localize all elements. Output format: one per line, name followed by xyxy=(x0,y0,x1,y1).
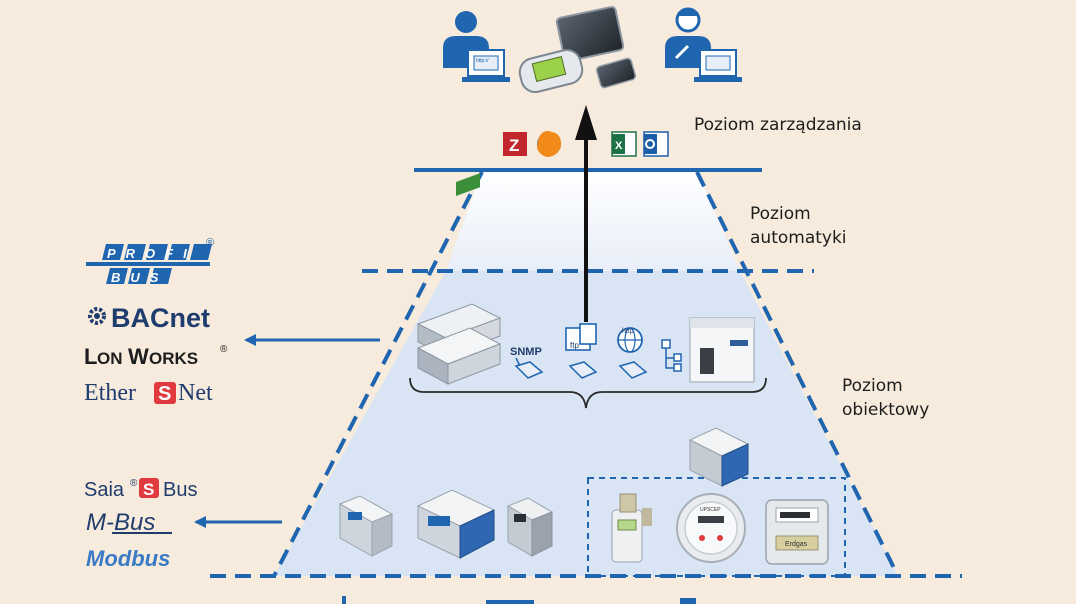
filezilla-icon: Z xyxy=(503,132,527,156)
din-meter-large-icon xyxy=(416,489,496,559)
bottom-partial-icons xyxy=(342,596,696,604)
field-level-label-2: obiektowy xyxy=(842,400,929,420)
modbus-logo: Modbus xyxy=(86,546,170,571)
excel-icon: X xyxy=(611,131,637,157)
left-slope-line xyxy=(272,171,484,577)
lonworks-logo: L ON W ORKS ® xyxy=(84,344,228,369)
profibus-logo: PROFI BUS ® xyxy=(86,237,214,285)
network-tree-icon xyxy=(661,339,682,372)
profibus-reg-mark: ® xyxy=(206,237,214,249)
ethersnet-post: Net xyxy=(178,380,213,406)
heat-meter-icon: UPSCEP xyxy=(676,493,746,563)
automation-level-label-2: automatyki xyxy=(750,228,847,248)
pcd-controller-lower-icon xyxy=(416,173,502,385)
automation-level-label-1: Poziom xyxy=(750,204,811,224)
http-service: http xyxy=(617,327,648,379)
svg-text:Z: Z xyxy=(509,136,519,155)
tablet-icon xyxy=(555,5,625,63)
ftp-service: ftp xyxy=(565,323,598,379)
ethersnet-logo: Ether S Net xyxy=(84,380,213,406)
lonworks-w: W xyxy=(128,344,149,369)
svg-text:X: X xyxy=(615,140,623,152)
field-level-label-1: Poziom xyxy=(842,376,903,396)
din-meter-medium-icon xyxy=(506,497,554,557)
modbus-text: Modbus xyxy=(86,546,170,571)
globe-icon xyxy=(617,327,643,353)
mbus-text: M-Bus xyxy=(86,509,155,536)
browser-url-text: http:// xyxy=(476,58,489,64)
snmp-service: SNMP xyxy=(510,346,544,379)
pcd-module-icon xyxy=(688,427,750,487)
right-slope-line xyxy=(695,171,900,577)
user-with-laptop-icon: http:// xyxy=(443,11,510,82)
meters-group-box xyxy=(587,477,846,577)
lonworks-orks: ORKS xyxy=(149,349,198,368)
management-level-label: Poziom zarządzania xyxy=(694,115,862,135)
saia-post: Bus xyxy=(163,479,197,501)
profibus-top-text: PROFI xyxy=(107,246,197,261)
io-module-rack-icon xyxy=(689,317,755,383)
gas-meter-brand: Erdgas xyxy=(785,541,808,548)
smartphone-icon xyxy=(595,57,637,89)
folder-icon xyxy=(565,323,597,351)
radiator-thermostat-icon xyxy=(611,493,652,563)
mbus-logo: M-Bus xyxy=(86,509,172,536)
upward-arrow-head xyxy=(575,105,597,140)
controllers-brace xyxy=(409,377,767,409)
gas-meter-icon: Erdgas xyxy=(765,499,829,565)
bacnet-text: BACnet xyxy=(111,303,210,333)
saia-s: S xyxy=(143,480,154,499)
snmp-label: SNMP xyxy=(510,346,542,358)
ethersnet-s: S xyxy=(158,383,171,405)
ftp-label: ftp xyxy=(570,341,579,350)
heat-meter-brand: UPSCEP xyxy=(700,507,721,513)
ftp-hand-icon xyxy=(568,361,598,379)
saia-reg-mark: ® xyxy=(130,478,138,489)
lonworks-on: ON xyxy=(97,349,123,368)
outlook-icon xyxy=(643,131,669,157)
lonworks-l: L xyxy=(84,344,97,369)
lonworks-reg-mark: ® xyxy=(220,344,228,355)
profibus-bottom-text: BUS xyxy=(111,270,168,285)
snmp-hand-icon xyxy=(514,357,544,379)
bacnet-gear-icon xyxy=(88,307,106,325)
firefox-icon xyxy=(537,131,562,157)
handheld-device-icon xyxy=(518,48,584,94)
ethersnet-pre: Ether xyxy=(84,380,136,406)
saia-sbus-logo: Saia ® S Bus xyxy=(84,478,197,501)
bacnet-logo: BACnet xyxy=(88,303,210,333)
http-hand-icon xyxy=(618,361,648,379)
technician-with-laptop-icon xyxy=(665,7,742,82)
http-label: http xyxy=(622,328,634,335)
saia-pre: Saia xyxy=(84,479,125,501)
din-meter-small-icon xyxy=(338,495,394,557)
automation-level-area xyxy=(446,170,740,271)
